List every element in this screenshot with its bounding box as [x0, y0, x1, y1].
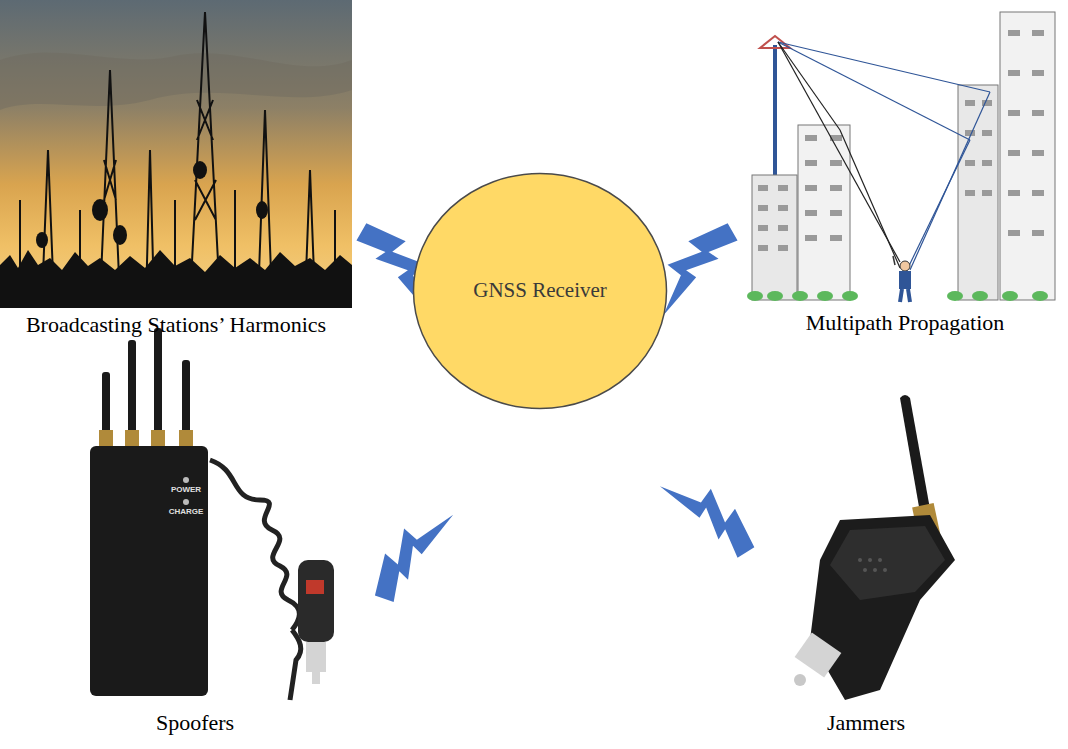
source-caption: Multipath Propagation: [806, 310, 1005, 336]
jammer-device: [794, 395, 955, 700]
source-caption: Broadcasting Stations’ Harmonics: [26, 312, 326, 338]
multipath-illustration: [747, 12, 1055, 302]
broadcast-towers-photo: [0, 0, 352, 308]
node-label: GNSS Receiver: [473, 277, 607, 304]
source-caption: Jammers: [827, 710, 905, 736]
receiver-circle: GNSS Receiver: [412, 172, 668, 410]
source-caption: Spoofers: [156, 710, 234, 736]
spoofer-device: [90, 328, 334, 700]
device-marking: POWER: [171, 485, 201, 494]
device-marking: CHARGE: [169, 507, 204, 516]
